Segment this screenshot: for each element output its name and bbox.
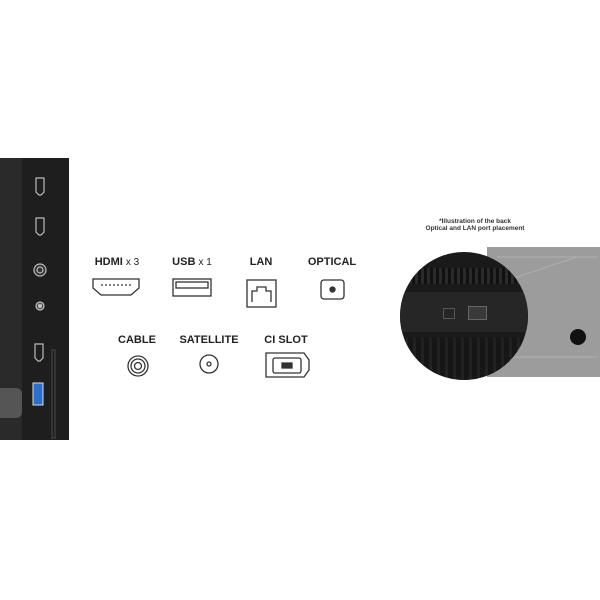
lan-port-icon bbox=[468, 306, 487, 320]
side-ports-icon bbox=[32, 177, 56, 439]
ci-slot-icon bbox=[265, 352, 310, 378]
coax-cable-icon bbox=[127, 355, 149, 377]
hole-icon bbox=[570, 329, 586, 345]
usb-icon bbox=[172, 278, 212, 297]
tv-side-panel bbox=[0, 158, 69, 440]
usb-label: USB x 1 bbox=[172, 256, 212, 268]
satellite-label: SATELLITE bbox=[179, 334, 239, 346]
hdmi-label: HDMI x 3 bbox=[94, 256, 140, 268]
satellite-icon bbox=[199, 354, 219, 374]
lan-icon bbox=[246, 279, 277, 308]
ci-slot-label: CI SLOT bbox=[264, 334, 308, 346]
hdmi-icon bbox=[92, 278, 140, 296]
optical-port-icon bbox=[443, 308, 455, 319]
lan-label: LAN bbox=[249, 256, 273, 268]
optical-label: OPTICAL bbox=[307, 256, 357, 268]
cable-label: CABLE bbox=[118, 334, 156, 346]
optical-icon bbox=[320, 279, 345, 300]
tv-back-zoom-circle bbox=[400, 252, 528, 380]
